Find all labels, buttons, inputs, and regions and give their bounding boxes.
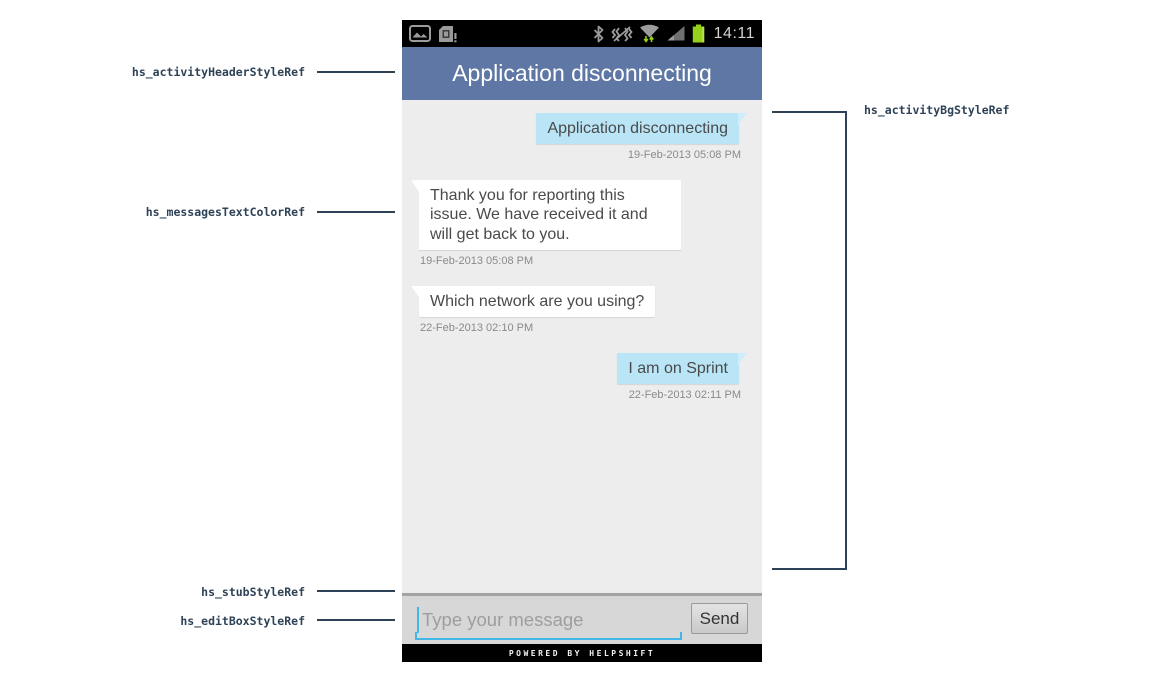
bubble-tail [411, 285, 420, 299]
bluetooth-icon [592, 25, 605, 43]
battery-icon [692, 24, 705, 43]
annotation-activity-header-style: hs_activityHeaderStyleRef [131, 65, 305, 79]
activity-header-title: Application disconnecting [452, 60, 712, 86]
annotation-editbox-style: hs_editBoxStyleRef [180, 614, 305, 628]
signal-strength-icon [666, 25, 686, 42]
message-input[interactable]: Type your message [415, 602, 682, 640]
bubble-tail [738, 113, 747, 126]
leader-line-editbox [317, 619, 395, 621]
vibrate-off-icon [610, 25, 633, 43]
annotation-stub-style: hs_stubStyleRef [201, 585, 305, 599]
message-timestamp: 19-Feb-2013 05:08 PM [627, 149, 741, 162]
message-timestamp: 22-Feb-2013 02:11 PM [628, 389, 741, 402]
message-row: Which network are you using? 22-Feb-2013… [411, 285, 742, 334]
gallery-icon [409, 25, 431, 42]
message-bubble-admin: Thank you for reporting this issue. We h… [411, 180, 681, 250]
powered-by-footer: POWERED BY HELPSHIFT [402, 644, 762, 662]
message-row: Application disconnecting 19-Feb-2013 05… [419, 113, 747, 162]
annotation-activity-bg-style: hs_activityBgStyleRef [864, 103, 1010, 117]
message-row: I am on Sprint 22-Feb-2013 02:11 PM [419, 352, 747, 402]
send-button[interactable]: Send [691, 603, 748, 634]
annotation-messages-text-color: hs_messagesTextColorRef [145, 205, 305, 219]
message-text: Application disconnecting [547, 120, 728, 137]
status-bar: 14:11 [402, 20, 762, 47]
phone-screenshot: 14:11 Application disconnecting Applicat… [402, 20, 762, 662]
message-bubble-user: Application disconnecting [536, 113, 747, 145]
leader-line-stub [317, 590, 395, 592]
composer-bar: Type your message Send [402, 593, 762, 644]
activity-header: Application disconnecting [402, 47, 762, 100]
text-cursor [417, 607, 419, 633]
message-timestamp: 19-Feb-2013 05:08 PM [420, 254, 534, 267]
message-timestamp: 22-Feb-2013 02:10 PM [420, 321, 534, 334]
status-time: 14:11 [713, 24, 755, 42]
bubble-tail [411, 180, 420, 194]
message-bubble-admin: Which network are you using? [411, 285, 656, 317]
input-placeholder: Type your message [422, 609, 584, 630]
wifi-icon [639, 24, 660, 43]
leader-line-activity-header [317, 71, 395, 73]
message-row: Thank you for reporting this issue. We h… [411, 180, 742, 267]
message-bubble-user: I am on Sprint [617, 352, 747, 385]
leader-bracket-activity-bg [772, 111, 847, 570]
message-text: Thank you for reporting this issue. We h… [430, 187, 648, 243]
sim-card-alert-icon [437, 25, 457, 43]
bubble-tail [738, 352, 747, 366]
leader-line-messages-text [317, 211, 395, 213]
conversation-area[interactable]: Application disconnecting 19-Feb-2013 05… [402, 100, 762, 593]
message-text: Which network are you using? [430, 292, 645, 310]
powered-by-text: POWERED BY HELPSHIFT [508, 648, 656, 658]
message-text: I am on Sprint [628, 359, 728, 377]
